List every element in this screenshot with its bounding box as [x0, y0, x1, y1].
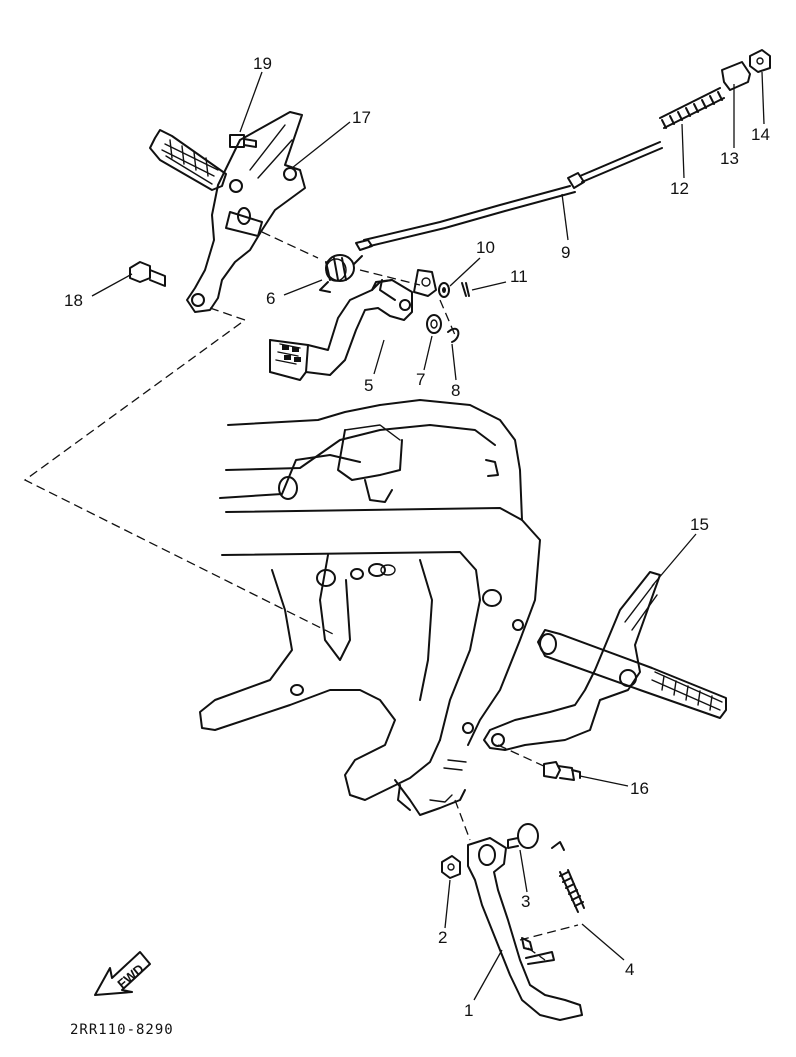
sidestand-spring — [551, 841, 585, 913]
label-18: 18 — [64, 291, 83, 310]
return-spring — [319, 254, 363, 293]
diagram-code: 2RR110-8290 — [70, 1022, 174, 1038]
label-4: 4 — [625, 960, 634, 979]
washer-10 — [438, 282, 450, 298]
frame-outline — [199, 399, 541, 816]
bolt-3 — [507, 823, 539, 849]
brake-switch-spring — [659, 87, 725, 129]
label-10: 10 — [476, 238, 495, 257]
label-11: 11 — [510, 267, 528, 286]
label-14: 14 — [751, 125, 770, 144]
fwd-label: FWD — [114, 961, 146, 992]
label-2: 2 — [438, 928, 447, 947]
left-footpeg — [149, 129, 227, 191]
fwd-arrow: FWD — [94, 951, 151, 996]
bolt-19 — [229, 134, 257, 148]
bolt-18 — [129, 261, 166, 287]
circlip-8 — [447, 327, 460, 343]
adjusting-nut — [749, 49, 771, 73]
label-6: 6 — [266, 289, 275, 308]
label-9: 9 — [561, 243, 570, 262]
label-leaders — [91, 71, 765, 1001]
adjusting-joint — [721, 61, 751, 91]
left-footrest-bracket — [186, 111, 306, 313]
label-19: 19 — [253, 54, 272, 73]
bolt-16 — [543, 761, 581, 781]
part-labels: 19 17 18 6 5 7 8 10 11 9 12 13 14 15 16 … — [64, 54, 770, 1020]
label-1: 1 — [464, 1001, 473, 1020]
label-7: 7 — [416, 370, 425, 389]
label-5: 5 — [364, 376, 373, 395]
nut-2 — [441, 855, 461, 879]
label-3: 3 — [521, 892, 530, 911]
washer-7 — [426, 314, 442, 334]
sidestand — [467, 837, 583, 1021]
right-footpeg — [537, 629, 727, 719]
label-8: 8 — [451, 381, 460, 400]
label-15: 15 — [690, 515, 709, 534]
label-12: 12 — [670, 179, 689, 198]
label-17: 17 — [352, 108, 371, 127]
brake-pedal — [269, 269, 437, 381]
cotter-pin-11 — [461, 282, 470, 297]
brake-rod — [355, 141, 663, 251]
label-13: 13 — [720, 149, 739, 168]
label-16: 16 — [630, 779, 649, 798]
